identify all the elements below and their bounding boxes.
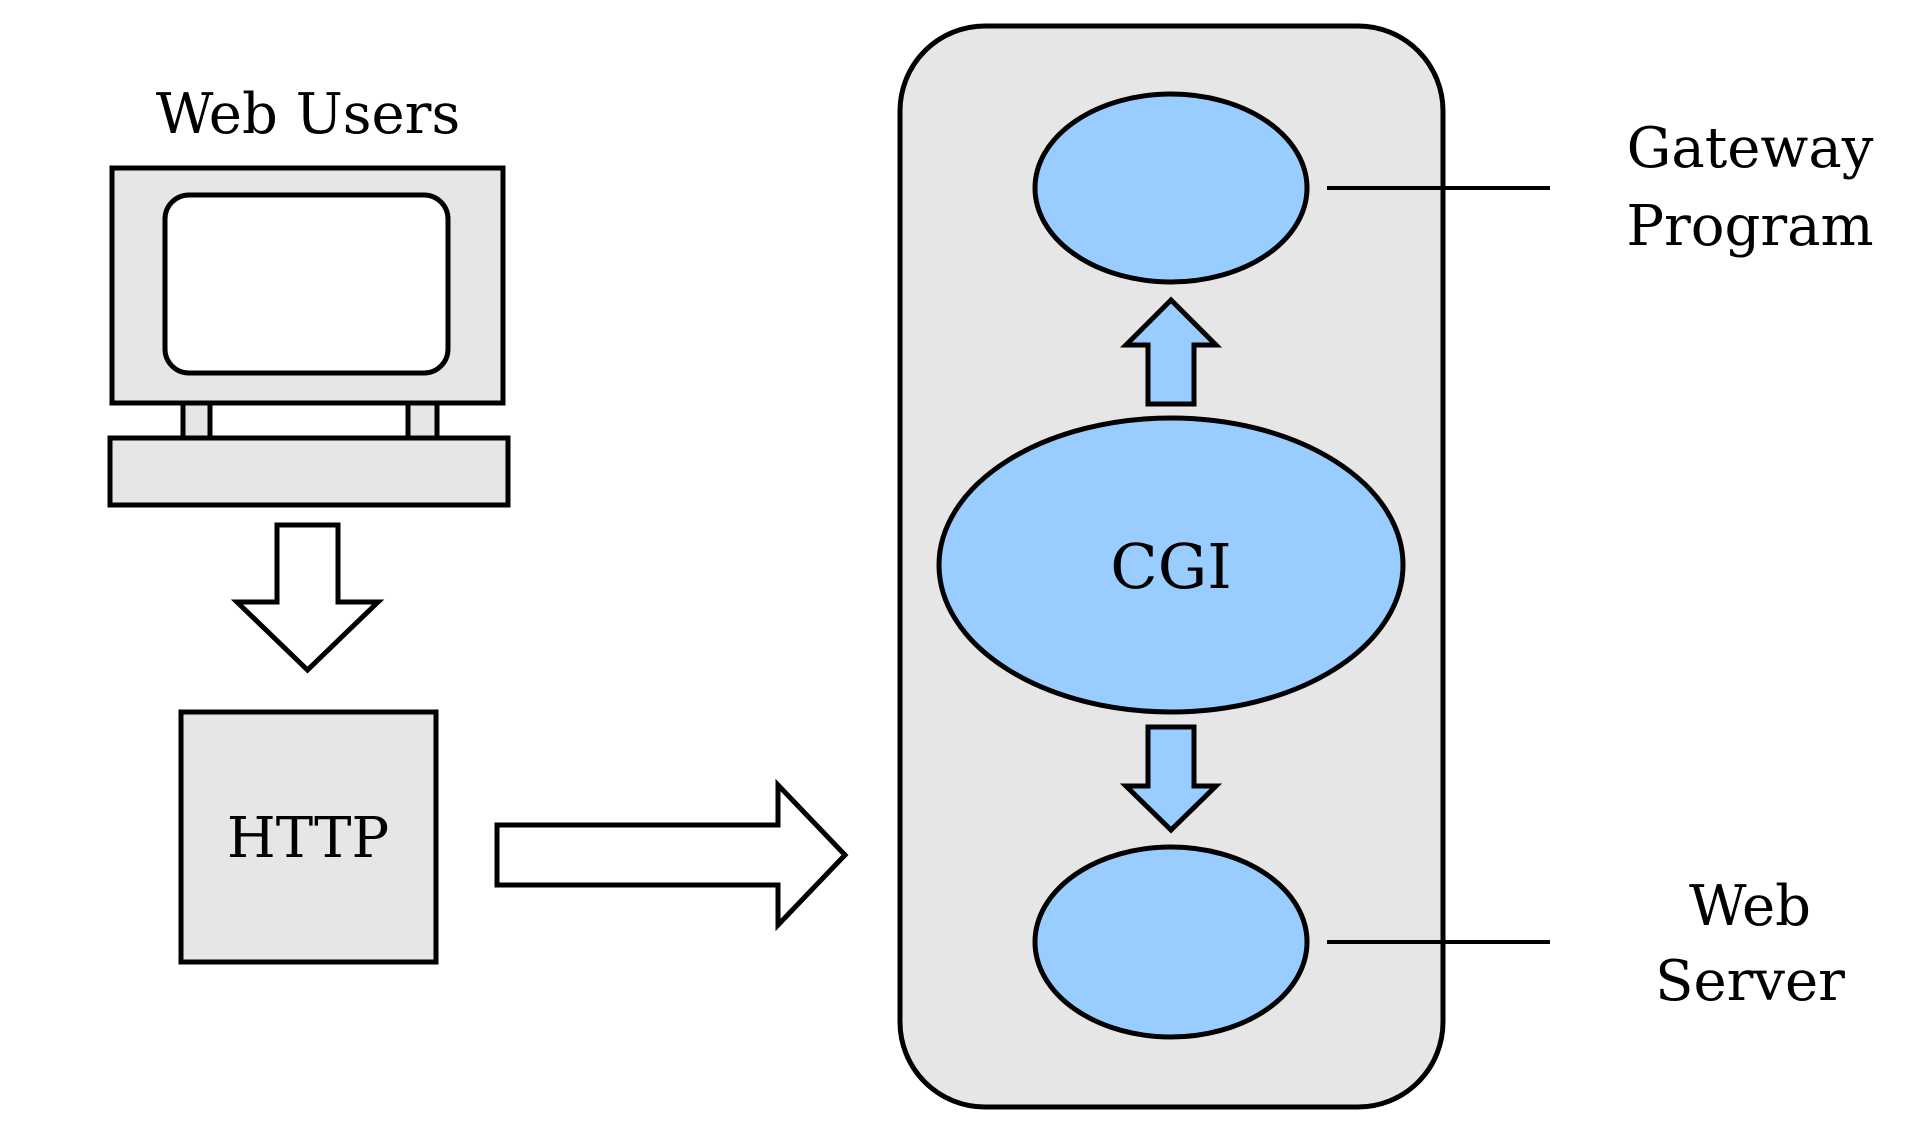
gateway-program-label: Gateway Program bbox=[1626, 116, 1873, 259]
web-server-label-line2: Server bbox=[1655, 949, 1845, 1014]
monitor-leg-left bbox=[180, 400, 213, 441]
gateway-program-label-line2: Program bbox=[1626, 194, 1873, 259]
right-arrow-icon bbox=[494, 778, 849, 932]
monitor-leg-right bbox=[405, 400, 440, 441]
gateway-program-label-line1: Gateway bbox=[1627, 116, 1874, 181]
http-label: HTTP bbox=[227, 806, 389, 871]
http-box bbox=[178, 709, 439, 965]
cgi-node bbox=[936, 415, 1406, 715]
web-users-label: Web Users bbox=[156, 82, 460, 147]
computer-monitor-icon bbox=[107, 165, 511, 508]
down-arrow-icon bbox=[230, 522, 385, 674]
web-server-label-line1: Web bbox=[1689, 874, 1811, 939]
up-arrow-icon bbox=[1119, 296, 1223, 407]
monitor-base bbox=[107, 435, 511, 508]
down-arrow2-icon bbox=[1119, 724, 1223, 834]
monitor-screen bbox=[162, 192, 451, 376]
web-server-node bbox=[1032, 844, 1310, 1040]
cgi-label: CGI bbox=[1110, 530, 1231, 603]
web-server-label: Web Server bbox=[1655, 874, 1845, 1014]
gateway-program-node bbox=[1032, 91, 1310, 285]
